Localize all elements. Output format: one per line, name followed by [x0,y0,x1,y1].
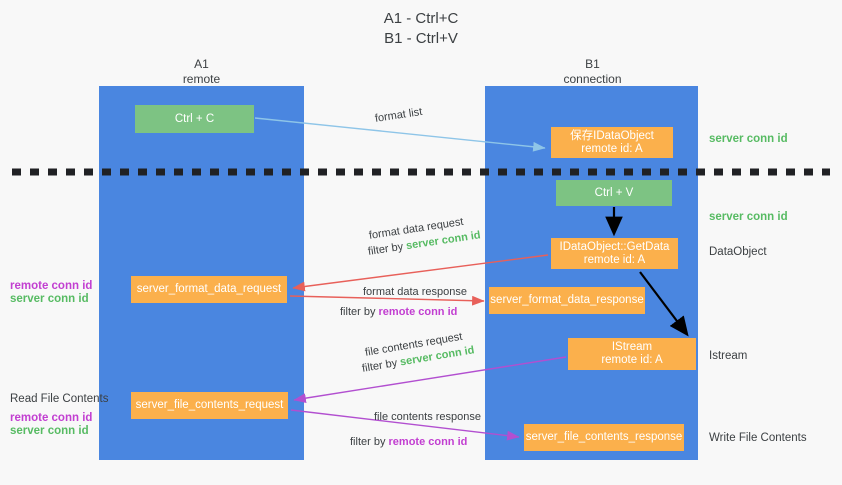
box-getdata-line1: IDataObject::GetData [559,240,670,253]
box-idataobject-line2: remote id: A [581,142,643,155]
box-server-file-contents-request[interactable]: server_file_contents_request [131,392,288,419]
label-dataobject: DataObject [709,246,767,258]
box-server-file-contents-response[interactable]: server_file_contents_response [524,424,684,451]
column-a-name: A1 [194,57,209,71]
edge-label-format-data-response: format data response [363,286,467,298]
filter-by-text-4: filter by [350,436,389,448]
edge-label-format-list: format list [374,105,424,125]
box-istream-line1: IStream [611,341,653,353]
box-istream-line2: remote id: A [601,354,663,366]
label-server-conn-id-mid: server conn id [709,211,788,223]
box-idataobject[interactable]: 保存IDataObject remote id: A [551,127,673,158]
edge-label-file-contents-response-filter: filter by remote conn id [350,435,467,449]
box-getdata-line2: remote id: A [583,253,646,266]
box-istream[interactable]: IStream remote id: A [568,338,696,370]
label-remote-conn-id-2: remote conn id [10,412,93,424]
column-b-header: B1 connection [510,57,675,87]
filter-by-text-2: filter by [340,306,379,318]
label-server-conn-id-2: server conn id [10,425,89,437]
filter-remote-conn-id-2: remote conn id [388,436,468,448]
column-a-sub: remote [182,72,221,86]
column-a-header: A1 remote [119,57,284,87]
label-server-conn-id-1: server conn id [10,293,89,305]
column-b-name: B1 [585,57,600,71]
label-istream: Istream [709,350,748,362]
label-write-file-contents: Write File Contents [709,432,807,444]
box-idataobject-getdata[interactable]: IDataObject::GetData remote id: A [551,238,678,269]
edge-label-format-data-response-filter: filter by remote conn id [340,305,457,319]
box-ctrl-c[interactable]: Ctrl + C [135,105,254,133]
box-server-format-data-response[interactable]: server_format_data_response [489,287,645,314]
title-line-2: B1 - Ctrl+V [384,30,458,47]
label-remote-conn-id-1: remote conn id [10,280,93,292]
column-b-sub: connection [563,72,622,86]
filter-by-text-1: filter by [367,240,408,258]
label-server-conn-id-top: server conn id [709,133,788,145]
edge-label-file-contents-response: file contents response [374,411,482,423]
label-read-file-contents: Read File Contents [10,393,109,405]
diagram-title: A1 - Ctrl+C B1 - Ctrl+V [0,9,842,49]
box-ctrl-v[interactable]: Ctrl + V [556,180,672,206]
filter-remote-conn-id-1: remote conn id [378,306,458,318]
box-server-format-data-request[interactable]: server_format_data_request [131,276,287,303]
title-line-1: A1 - Ctrl+C [383,10,459,27]
box-idataobject-line1: 保存IDataObject [570,129,654,142]
